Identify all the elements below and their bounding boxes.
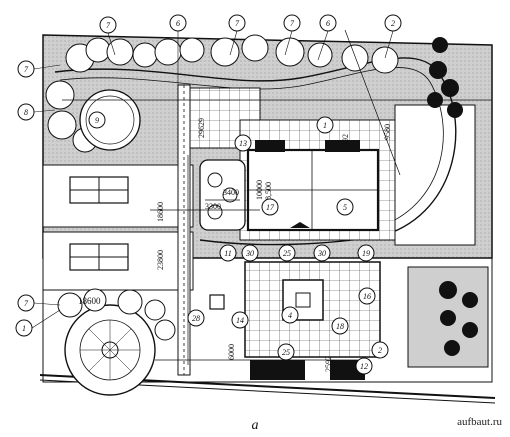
marker-group: 7 7 6 7 7 6 2 8 9 13 1 17 5 30 25 30 19 … [15,14,402,375]
dim-188500: 188,500 [264,182,273,208]
tree-marker: 1 [15,319,33,337]
svg-text:19: 19 [362,249,370,258]
svg-text:7: 7 [290,19,295,28]
entry-lane [177,84,191,376]
tree-marker: 16 [358,287,376,305]
svg-text:25: 25 [282,348,290,357]
svg-text:17: 17 [266,203,275,212]
tree-marker: 11 [219,244,237,262]
flower-court [199,159,246,231]
svg-text:7: 7 [24,299,29,308]
tree-marker: 1 [316,116,334,134]
tree-marker: 8 [17,103,35,121]
svg-text:28: 28 [192,314,200,323]
tree-marker: 5 [336,198,354,216]
svg-text:9: 9 [95,116,99,125]
dim-18600-b: 18600 [78,296,101,306]
dim-10000: 10000 [255,180,264,200]
round-fountain [64,304,156,396]
shrub-group [57,288,176,341]
svg-text:6: 6 [176,19,180,28]
dim-18600-a: 18600 [156,202,165,222]
tree-marker: 30 [241,244,259,262]
svg-text:8: 8 [24,108,28,117]
tree-marker: 7 [228,14,246,32]
svg-text:7: 7 [24,65,29,74]
dim-2592: 2592 [324,356,333,372]
tree-marker: 19 [357,244,375,262]
figure-caption: a [251,418,259,433]
svg-text:11: 11 [224,249,231,258]
tree-marker: 2 [384,14,402,32]
tree-marker: 7 [99,16,117,34]
tree-marker: 14 [231,311,249,329]
tree-canopy [45,34,399,153]
dim-6000: 6000 [227,344,236,360]
dim-1592: 1592 [341,134,350,150]
svg-text:5: 5 [343,203,347,212]
round-bed [79,89,141,151]
svg-text:1: 1 [323,121,327,130]
svg-text:1: 1 [22,324,26,333]
svg-text:7: 7 [106,21,111,30]
svg-text:7: 7 [235,19,240,28]
dim-23800: 23800 [156,250,165,270]
tree-marker: 25 [278,244,296,262]
dim-9580: 9580 [383,124,392,140]
lower-courtyard [209,261,381,380]
tree-marker: 28 [187,309,205,327]
svg-text:13: 13 [239,139,247,148]
tree-marker: 25 [277,343,295,361]
dim-3300: 3300 [205,202,221,211]
tree-marker: 18 [331,317,349,335]
tree-marker: 7 [283,14,301,32]
svg-text:30: 30 [245,249,254,258]
tree-marker: 13 [234,134,252,152]
svg-text:4: 4 [288,311,292,320]
tree-marker: 6 [319,14,337,32]
svg-text:2: 2 [378,346,382,355]
dark-tree-row [427,37,478,356]
tree-marker: 17 [261,198,279,216]
dim-29629: 29629 [197,118,206,138]
tree-marker: 12 [355,357,373,375]
watermark: aufbaut.ru [457,416,502,428]
neighbor-houses [42,164,194,291]
dim-3400: 3400 [223,188,239,197]
tree-marker: 2 [371,341,389,359]
leader-lines [31,30,394,329]
main-house [246,140,380,232]
svg-text:30: 30 [317,249,326,258]
tree-marker: 30 [313,244,331,262]
tree-marker: 6 [169,14,187,32]
svg-text:25: 25 [283,249,291,258]
svg-text:16: 16 [363,292,371,301]
svg-text:18: 18 [336,322,344,331]
tree-marker: 9 [88,111,106,129]
svg-text:14: 14 [236,316,244,325]
svg-text:6: 6 [326,19,330,28]
svg-text:12: 12 [360,362,368,371]
tree-marker: 4 [281,306,299,324]
svg-text:2: 2 [391,19,395,28]
tree-marker: 7 [17,294,35,312]
tree-marker: 7 [17,60,35,78]
dimension-lines [62,29,492,365]
